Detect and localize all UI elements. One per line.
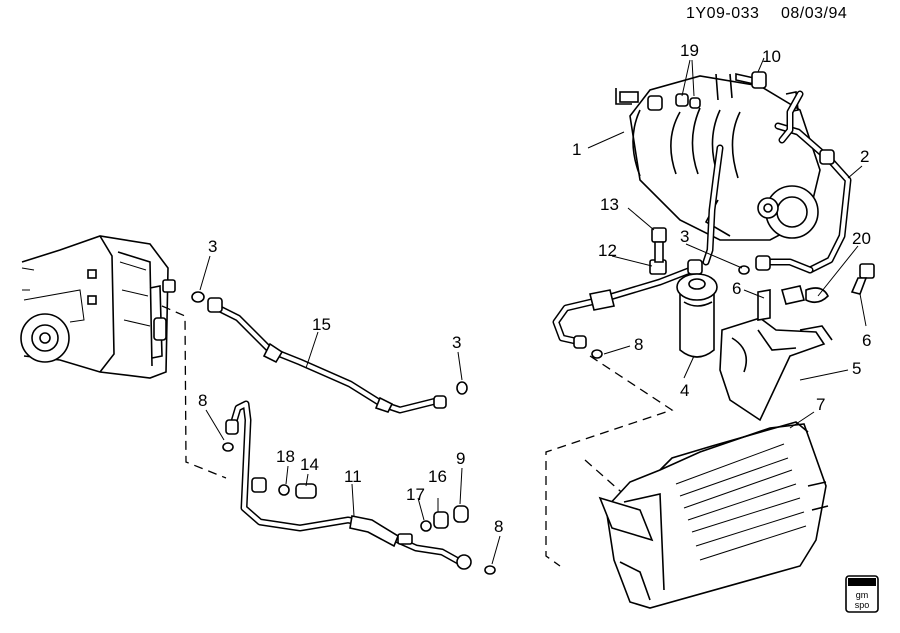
callout-14: 14 <box>300 455 319 474</box>
callout-13: 13 <box>600 195 619 214</box>
o-ring-8-left <box>222 442 234 452</box>
callout-10: 10 <box>762 47 781 66</box>
callout-5: 5 <box>852 359 861 378</box>
callout-3-left: 3 <box>208 237 217 256</box>
callout-8-left: 8 <box>198 391 207 410</box>
refrigerant-line-15 <box>207 297 447 414</box>
o-ring-8-middle <box>591 349 603 359</box>
callout-15: 15 <box>312 315 331 334</box>
logo-gm-text: gm <box>856 590 869 600</box>
accumulator-4 <box>676 273 718 358</box>
callout-8-lower: 8 <box>494 517 503 536</box>
callout-3-right: 3 <box>680 227 689 246</box>
diagram-code: 1Y09-033 <box>686 5 759 22</box>
logo-spo-text: spo <box>855 600 870 610</box>
callout-1: 1 <box>572 140 581 159</box>
callout-4: 4 <box>680 381 689 400</box>
callout-numbers: 1 2 3 3 3 4 5 6 6 7 8 8 8 9 10 11 12 13 … <box>198 41 871 536</box>
callout-6-left: 6 <box>732 279 741 298</box>
callout-19: 19 <box>680 41 699 60</box>
small-fittings <box>191 265 750 575</box>
bolts <box>615 71 875 321</box>
diagram-date: 08/03/94 <box>781 5 847 22</box>
callout-leaders <box>199 57 867 565</box>
o-ring-18 <box>278 484 290 496</box>
bolt-13 <box>651 227 667 243</box>
bolt-6-right <box>859 263 875 279</box>
o-ring-3-middle <box>456 381 468 395</box>
callout-7: 7 <box>816 395 825 414</box>
valve-14 <box>295 483 317 499</box>
callout-16: 16 <box>428 467 447 486</box>
refrigerant-line-12 <box>552 259 703 349</box>
callout-17: 17 <box>406 485 425 504</box>
callout-8-middle: 8 <box>634 335 643 354</box>
callout-18: 18 <box>276 447 295 466</box>
callout-2: 2 <box>860 147 869 166</box>
callout-12: 12 <box>598 241 617 260</box>
valve-16 <box>433 511 449 529</box>
bolt-6-left <box>757 289 771 321</box>
bolt-20 <box>780 285 806 305</box>
o-ring-17 <box>420 520 432 532</box>
refrigerant-line-11 <box>225 400 472 570</box>
compressor-1 <box>619 73 821 241</box>
callout-3-middle: 3 <box>452 333 461 352</box>
gm-spo-logo: gm spo <box>845 575 879 613</box>
bracket-5 <box>719 317 833 422</box>
condenser-7 <box>598 421 829 609</box>
callout-9: 9 <box>456 449 465 468</box>
callout-6-right: 6 <box>862 331 871 350</box>
o-ring-3-left <box>191 291 205 303</box>
assembly-dashed-lines <box>161 305 674 567</box>
evaporator-module <box>20 235 176 379</box>
o-ring-8-lower <box>484 565 496 575</box>
cap-9 <box>453 505 469 523</box>
callout-20: 20 <box>852 229 871 248</box>
callout-11: 11 <box>344 467 362 486</box>
